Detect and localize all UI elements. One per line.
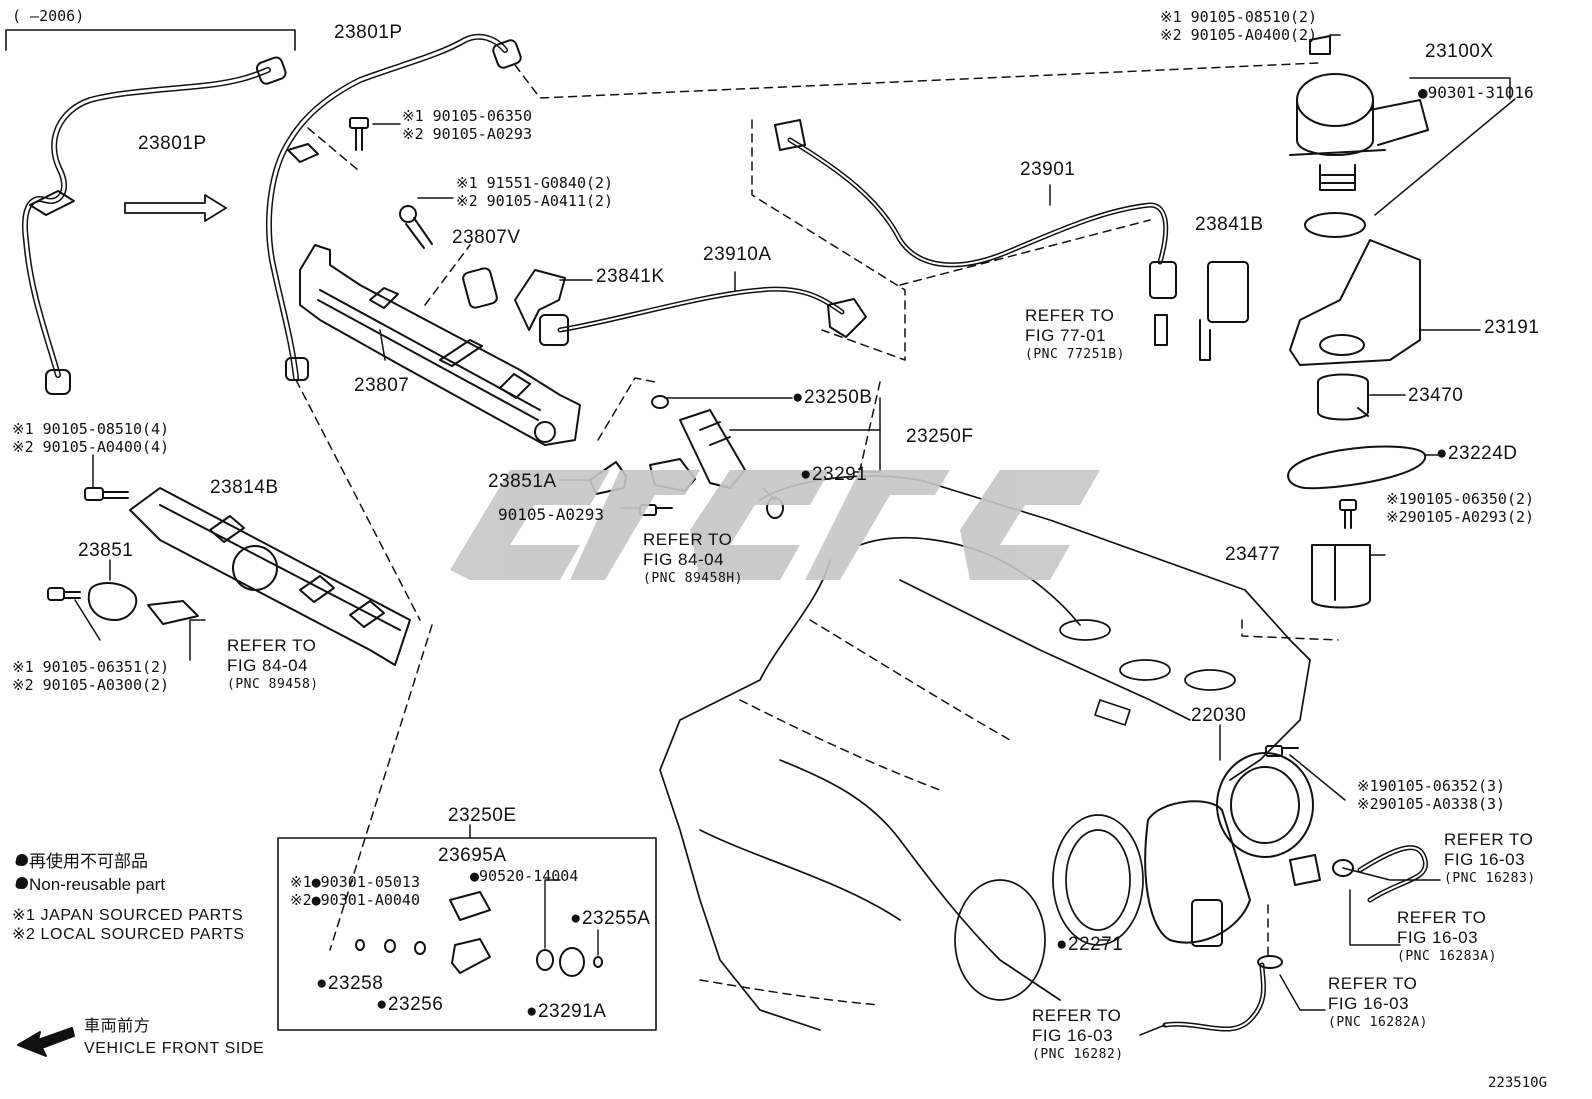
- callout: ※1 90105-06350※2 90105-A0293: [402, 107, 532, 143]
- callout: ※190105-06350(2)※290105-A0293(2): [1386, 490, 1535, 526]
- part-label[interactable]: 23100X: [1425, 41, 1494, 62]
- engine-hidden-lines: [699, 619, 1011, 1006]
- watermark-logo: [450, 470, 1100, 580]
- part-label[interactable]: 23801P: [138, 133, 207, 154]
- hose-16282: [1162, 962, 1267, 1032]
- gasket-23224d: [1287, 445, 1427, 490]
- legend-non-reusable-en: ● Non-reusable part: [14, 875, 166, 894]
- clamp-23841b: [1154, 261, 1249, 361]
- fuel-rail-23814b: [129, 487, 411, 666]
- fuel-pipe-old-23801p: [22, 56, 287, 395]
- part-label[interactable]: 23250E: [448, 805, 517, 826]
- front-arrow-icon: [17, 1027, 75, 1057]
- part-label[interactable]: 22030: [1191, 705, 1247, 726]
- bullet-icon: [16, 877, 28, 889]
- part-label[interactable]: ●23291: [800, 464, 868, 485]
- bracket-23191: [1289, 239, 1421, 366]
- sensor-89458: [147, 600, 199, 625]
- hose-16283: [1357, 845, 1428, 903]
- housing-23477: [1311, 544, 1371, 609]
- damper-23851: [87, 582, 138, 621]
- callout: ※1 90105-08510(2)※2 90105-A0400(2): [1160, 8, 1318, 44]
- leader-lines: [74, 34, 1516, 1036]
- part-label[interactable]: 23801P: [334, 22, 403, 43]
- callout: ※1 91551-G0840(2)※2 90105-A0411(2): [456, 174, 614, 210]
- callout: ※1 90105-06351(2)※2 90105-A0300(2): [12, 658, 170, 694]
- part-label[interactable]: ●23250B: [792, 387, 873, 408]
- part-label[interactable]: ●22271: [1056, 934, 1124, 955]
- clip-23841k: [514, 269, 566, 331]
- lifter-23470: [1317, 373, 1369, 421]
- front-side-en: VEHICLE FRONT SIDE: [84, 1040, 265, 1057]
- date-range-bracket: [5, 29, 296, 51]
- bolt-90105-08510: [84, 487, 129, 501]
- throttle-body-22030: [1144, 745, 1354, 947]
- part-label[interactable]: 23841B: [1195, 214, 1264, 235]
- part-label[interactable]: 23807: [354, 375, 410, 396]
- clamp-16282a: [1257, 955, 1283, 969]
- fuel-pipe-new-23801p: [266, 33, 522, 381]
- legend-japan: ※1 JAPAN SOURCED PARTS: [12, 907, 244, 924]
- front-side-jp: 車両前方: [84, 1018, 151, 1035]
- bullet-icon: [16, 854, 28, 866]
- part-label[interactable]: 23477: [1225, 544, 1281, 565]
- part-label[interactable]: 23470: [1408, 385, 1464, 406]
- inset-box-23250e: [277, 824, 657, 1031]
- bolt-23807v: [399, 205, 498, 309]
- bolt-90105-06350: [349, 117, 369, 151]
- date-range: ( –2006): [12, 7, 85, 25]
- callout: ●90301-31016: [1418, 83, 1534, 102]
- part-label[interactable]: 23695A: [438, 845, 507, 866]
- part-label[interactable]: 23851: [78, 540, 134, 561]
- part-label[interactable]: ●23256: [376, 994, 444, 1015]
- part-label[interactable]: 23191: [1484, 317, 1540, 338]
- bolt-90105-06352: [1265, 745, 1299, 757]
- part-label[interactable]: 23851A: [488, 471, 557, 492]
- part-label[interactable]: ●23255A: [570, 908, 651, 929]
- part-label[interactable]: 23910A: [703, 244, 772, 265]
- right-arrow: [124, 194, 227, 222]
- pump-23100x: [1289, 35, 1429, 238]
- part-label[interactable]: 23814B: [210, 477, 279, 498]
- callout: ●90520-14004: [470, 867, 579, 885]
- callout: ※1●90301-05013※2●90301-A0040: [290, 873, 420, 909]
- part-label[interactable]: ●23258: [316, 973, 384, 994]
- part-label[interactable]: ●23291A: [526, 1001, 607, 1022]
- part-label[interactable]: 23250F: [906, 426, 974, 447]
- part-label[interactable]: 23901: [1020, 159, 1076, 180]
- guide-lines: [295, 62, 1339, 956]
- callout: ※190105-06352(3)※290105-A0338(3): [1357, 777, 1506, 813]
- callout: ※1 90105-08510(4)※2 90105-A0400(4): [12, 420, 170, 456]
- legend-non-reusable-jp: ● 再使用不可部品: [14, 852, 148, 871]
- figure-id: 223510G: [1488, 1075, 1548, 1091]
- fuel-rail-23807: [299, 244, 581, 446]
- legend-local: ※2 LOCAL SOURCED PARTS: [12, 926, 245, 943]
- hose-23901: [774, 119, 1177, 299]
- part-label[interactable]: 23807V: [452, 227, 521, 248]
- bolt-label[interactable]: 90105-A0293: [498, 505, 604, 524]
- part-label[interactable]: 23841K: [596, 266, 665, 287]
- bolt-90105-06351: [47, 587, 81, 601]
- hose-23910a: [539, 286, 867, 346]
- part-label[interactable]: ●23224D: [1436, 443, 1518, 464]
- bolt-90105-06350-2: [1339, 499, 1357, 529]
